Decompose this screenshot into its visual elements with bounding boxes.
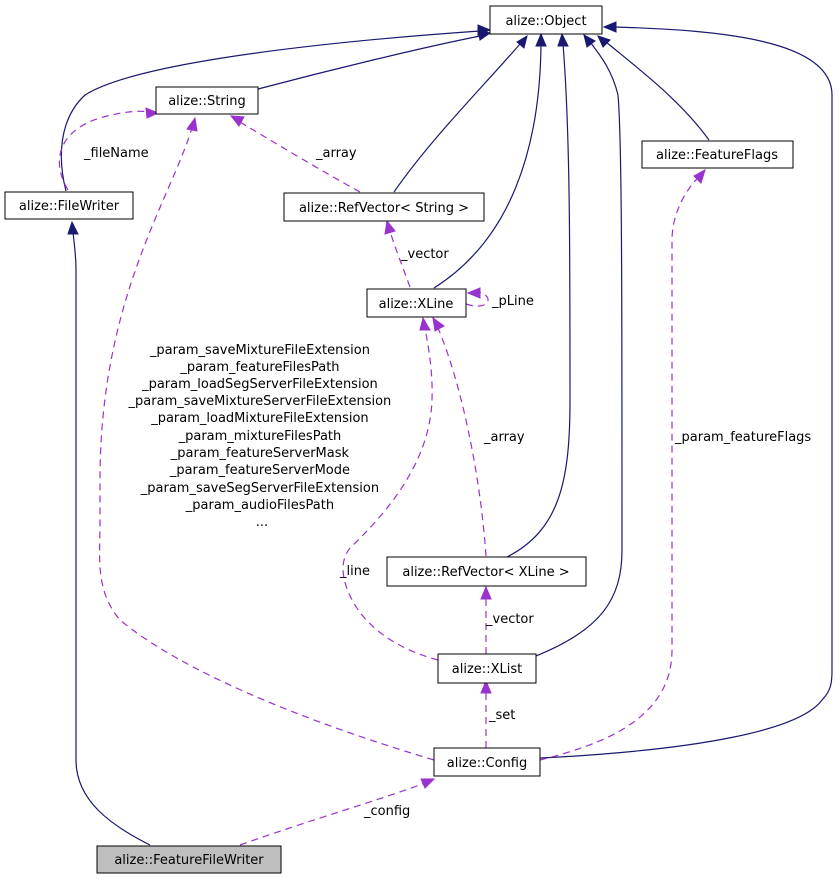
edge-label-pline: _pLine [491, 294, 534, 309]
arrowhead [229, 115, 245, 127]
config-param-line: _param_featureServerMask [170, 446, 350, 461]
arrowhead [145, 107, 160, 119]
node-label: alize::Object [505, 14, 586, 29]
edge-label-param-featureflags: _param_featureFlags [674, 430, 811, 445]
node-label: alize::XList [452, 662, 522, 677]
config-param-line: _param_featureFilesPath [179, 360, 339, 375]
node-string[interactable]: alize::String [155, 86, 259, 115]
node-object[interactable]: alize::Object [489, 5, 603, 35]
edge-config-string [98, 127, 435, 761]
edge-label-vector-xline: _vector [485, 612, 534, 627]
node-label: alize::RefVector< XLine > [402, 565, 569, 580]
config-param-line: _param_saveMixtureServerFileExtension [128, 394, 392, 409]
node-refvector-xline[interactable]: alize::RefVector< XLine > [386, 556, 587, 587]
edge-refvector-xline-xline [437, 327, 487, 557]
config-param-line: ... [256, 515, 268, 530]
arrowhead [186, 116, 198, 132]
config-params-label: _param_saveMixtureFileExtension _param_f… [128, 343, 396, 530]
edge-featurefilewriter-config [239, 782, 426, 846]
config-param-line: _param_featureServerMode [169, 463, 350, 478]
edge-refvector-string-string [239, 121, 361, 193]
node-refvector-string[interactable]: alize::RefVector< String > [283, 192, 485, 222]
edge-xline-object [433, 43, 542, 289]
edge-string-object [257, 35, 481, 90]
arrowhead [602, 21, 617, 33]
arrowhead [432, 316, 445, 332]
node-label: alize::FeatureFileWriter [114, 853, 264, 868]
edge-label-array-xline: _array [483, 430, 525, 445]
edge-refvector-xline-object [506, 43, 571, 558]
edge-featurefilewriter-filewriter [72, 231, 151, 846]
node-featureflags[interactable]: alize::FeatureFlags [641, 140, 794, 169]
node-label: alize::XLine [379, 297, 454, 312]
config-param-line: _param_saveMixtureFileExtension [149, 343, 370, 358]
node-xline[interactable]: alize::XLine [366, 288, 467, 318]
config-param-line: _param_mixtureFilesPath [178, 429, 342, 444]
edge-label-line: _line [339, 564, 370, 579]
node-label: alize::FileWriter [19, 199, 120, 214]
arrowhead [466, 287, 481, 299]
edge-filewriter-object [60, 30, 481, 192]
node-label: alize::RefVector< String > [299, 201, 469, 216]
arrowhead [420, 778, 436, 789]
arrowhead [480, 679, 492, 694]
edge-config-featureflags [539, 177, 699, 761]
arrowhead [535, 32, 547, 47]
edge-refvector-string-object [393, 43, 521, 193]
arrowhead [597, 35, 611, 48]
edge-config-object [539, 26, 833, 759]
edge-xlist-object [535, 41, 623, 657]
edge-label-vector-string: _vector [400, 247, 449, 262]
node-filewriter[interactable]: alize::FileWriter [4, 191, 134, 220]
config-param-line: _param_saveSegServerFileExtension [140, 481, 379, 496]
config-param-line: _param_loadMixtureFileExtension [150, 411, 368, 426]
arrowhead [419, 316, 431, 331]
config-param-line: _param_audioFilesPath [185, 498, 334, 513]
arrowhead [516, 34, 528, 49]
edge-label-set: _set [488, 708, 515, 723]
edge-featureflags-object [605, 41, 710, 141]
node-label: alize::Config [447, 756, 527, 771]
node-label: alize::FeatureFlags [656, 148, 778, 163]
node-xlist[interactable]: alize::XList [437, 653, 537, 684]
edge-label-config: _config [363, 804, 410, 819]
arrowhead [384, 219, 396, 235]
node-featurefilewriter[interactable]: alize::FeatureFileWriter [96, 845, 282, 874]
node-config[interactable]: alize::Config [433, 747, 541, 777]
node-label: alize::String [168, 94, 246, 109]
edge-xline-refvector-string [389, 230, 411, 288]
edge-xlist-xline [342, 327, 439, 661]
arrowhead [67, 220, 79, 235]
arrowhead [477, 24, 492, 36]
arrowhead [693, 168, 706, 184]
config-param-line: _param_loadSegServerFileExtension [141, 377, 378, 392]
arrowhead [583, 34, 596, 48]
arrowhead [557, 32, 569, 47]
edge-xline-self [465, 291, 489, 307]
arrowhead [480, 585, 492, 600]
edge-label-filename: _fileName [83, 146, 149, 161]
edge-filewriter-string [58, 110, 149, 191]
edge-label-array-string: _array [315, 146, 357, 161]
